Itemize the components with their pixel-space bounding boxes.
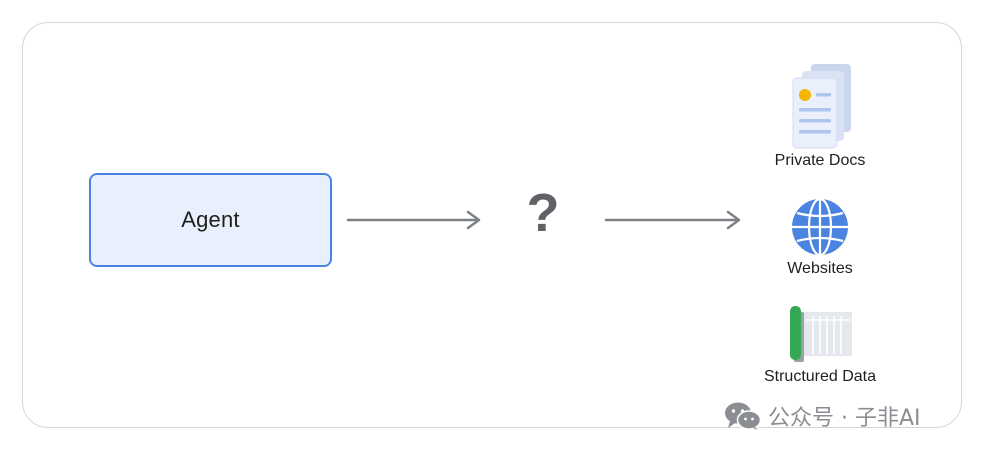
arrow-agent-to-unknown xyxy=(346,210,481,230)
watermark: 公众号 · 子非AI xyxy=(724,400,921,432)
spreadsheet-icon xyxy=(790,306,852,362)
resource-websites: Websites xyxy=(760,196,880,278)
globe-icon xyxy=(792,197,848,257)
agent-label: Agent xyxy=(181,207,240,232)
documents-icon xyxy=(792,64,851,149)
agent-box: Agent xyxy=(89,173,332,267)
resource-private-docs: Private Docs xyxy=(760,60,880,170)
watermark-text: 公众号 · 子非AI xyxy=(768,406,921,431)
resource-structured-data: Structured Data xyxy=(740,304,900,386)
resource-label: Websites xyxy=(787,260,853,277)
resource-label: Private Docs xyxy=(774,152,866,169)
resource-label: Structured Data xyxy=(763,368,877,385)
unknown-mark: ? xyxy=(526,183,560,243)
wechat-icon xyxy=(725,402,762,430)
arrow-unknown-to-resources xyxy=(604,210,741,230)
